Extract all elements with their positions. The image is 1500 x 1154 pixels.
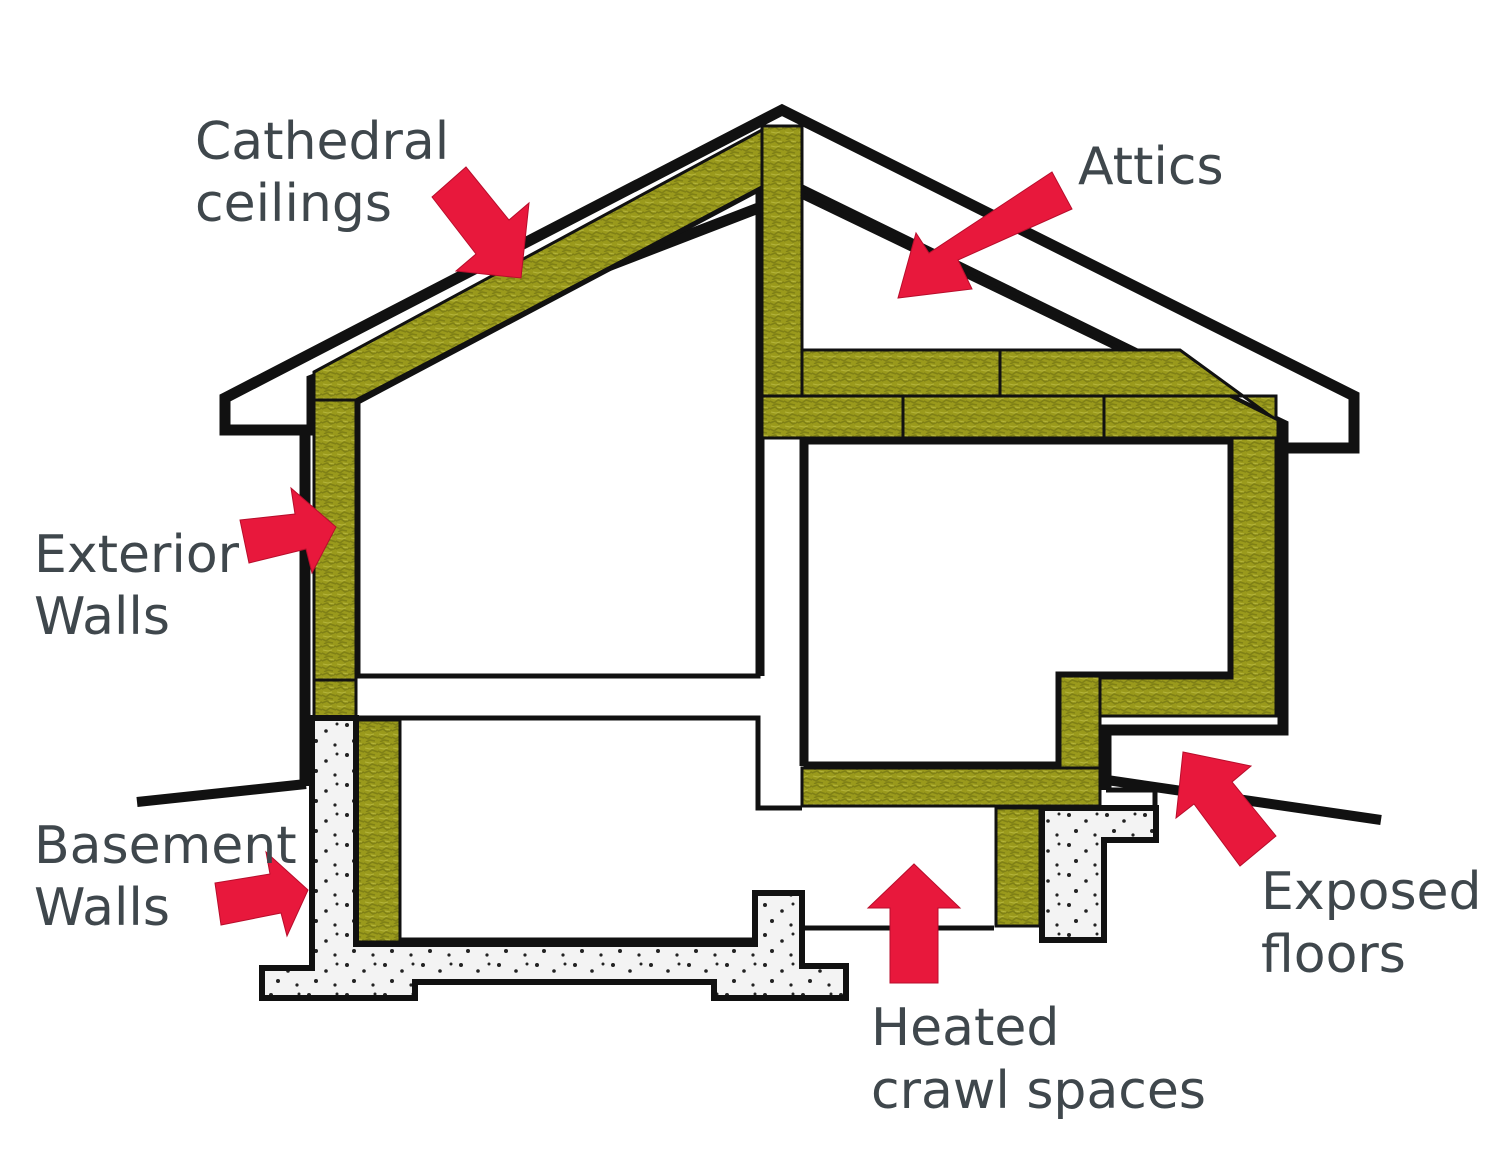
label-exterior-line-1: Exterior bbox=[34, 525, 240, 585]
label-attics-line-1: Attics bbox=[1078, 137, 1224, 197]
label-attics: Attics bbox=[1078, 137, 1224, 197]
arrow-attics bbox=[897, 171, 1073, 299]
arrow-exterior-walls bbox=[239, 486, 337, 575]
label-cathedral-ceilings: Cathedral ceilings bbox=[195, 112, 466, 234]
crawl-footing bbox=[1039, 805, 1159, 943]
label-crawl-line-1: Heated bbox=[871, 998, 1059, 1058]
label-crawl-line-2: crawl spaces bbox=[871, 1061, 1206, 1121]
arrow-cathedral-ceilings bbox=[431, 166, 530, 279]
interior-wall-lines bbox=[759, 438, 805, 766]
label-cathedral-line-1: Cathedral bbox=[195, 112, 449, 172]
attic-insulation-top-layer bbox=[800, 348, 1278, 423]
label-exposed-line-2: floors bbox=[1261, 925, 1406, 985]
attic-batt-seams bbox=[901, 350, 1106, 438]
upper-right-room bbox=[803, 439, 1233, 767]
rim-joist-insulation bbox=[312, 678, 358, 720]
basement-ceiling bbox=[358, 715, 802, 811]
label-heated-crawl-spaces: Heated crawl spaces bbox=[871, 998, 1206, 1121]
basement-wall-insulation bbox=[354, 718, 402, 944]
ground-line-left bbox=[136, 779, 307, 807]
crawl-wall-insulation bbox=[994, 806, 1042, 928]
arrow-heated-crawl-spaces bbox=[866, 863, 962, 984]
label-basement-line-1: Basement bbox=[34, 816, 297, 876]
exposed-floor-insulation bbox=[800, 766, 1102, 808]
label-cathedral-line-2: ceilings bbox=[195, 174, 392, 234]
attic-insulation-bottom-layer bbox=[760, 394, 1280, 440]
callout-arrows bbox=[214, 166, 1277, 984]
arrow-exposed-floors bbox=[1175, 751, 1277, 867]
label-exposed-line-1: Exposed bbox=[1261, 862, 1482, 922]
label-exterior-walls: Exterior Walls bbox=[34, 525, 256, 647]
right-wall-outline bbox=[1100, 448, 1289, 790]
label-exterior-line-2: Walls bbox=[34, 587, 170, 647]
label-exposed-floors: Exposed floors bbox=[1261, 862, 1498, 985]
upper-left-room bbox=[355, 185, 761, 679]
basement-foundation bbox=[259, 715, 849, 1001]
arrow-basement-walls bbox=[214, 850, 309, 938]
cantilever-wall-insulation bbox=[1058, 674, 1102, 772]
center-wall-insulation bbox=[760, 124, 804, 440]
label-basement-walls: Basement Walls bbox=[34, 816, 313, 938]
label-basement-line-2: Walls bbox=[34, 878, 170, 938]
